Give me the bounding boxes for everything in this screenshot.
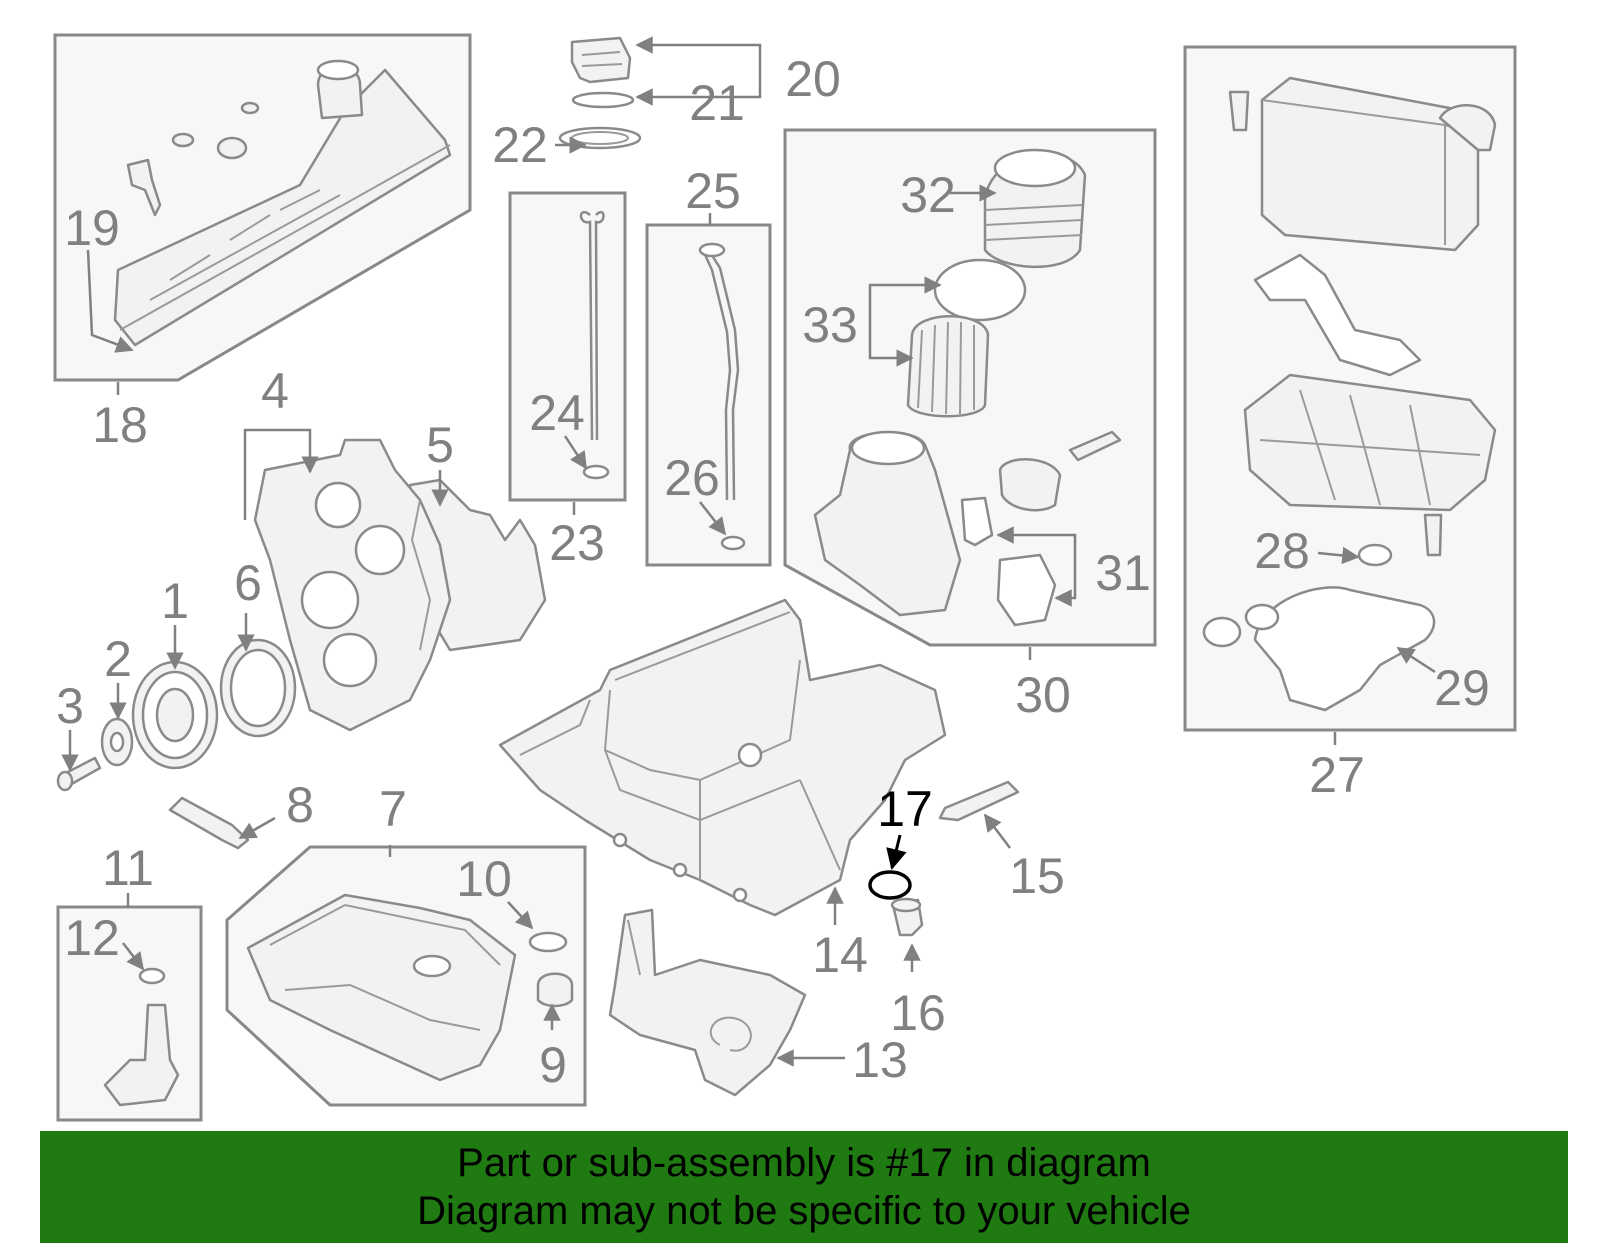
oil-cooler: [1260, 76, 1480, 252]
callout-20: 20: [785, 51, 841, 107]
cooler-gasket: [1253, 253, 1422, 377]
valve-cover-group: [53, 33, 472, 382]
callout-24: 24: [529, 385, 585, 441]
callout-23: 23: [549, 515, 605, 571]
cap-seal-21: [571, 91, 635, 109]
plug-9: [536, 972, 574, 1008]
callout-33: 33: [802, 297, 858, 353]
part-info-banner: Part or sub-assembly is #17 in diagram D…: [40, 1131, 1568, 1243]
callout-31: 31: [1095, 545, 1151, 601]
callout-12: 12: [64, 910, 120, 966]
cooler-pipe: [1438, 104, 1497, 152]
callout-8: 8: [286, 777, 314, 833]
oil-filler-cap: [570, 36, 632, 84]
callout-14: 14: [812, 927, 868, 983]
timing-cover-group: [253, 438, 547, 732]
callout-3: 3: [56, 678, 84, 734]
callout-4: 4: [261, 363, 289, 419]
oil-level-sensor: [103, 1003, 180, 1107]
tube-seal: [720, 535, 746, 551]
callout-18: 18: [92, 397, 148, 453]
dipstick-group: [508, 191, 627, 502]
sealant-tube-15: [938, 780, 1020, 822]
oil-cooler-group: [1183, 45, 1517, 732]
callout-26: 26: [664, 450, 720, 506]
callout-16: 16: [890, 985, 946, 1041]
callout-29: 29: [1434, 660, 1490, 716]
upper-oil-pan-group: [498, 598, 947, 917]
callout-28: 28: [1254, 523, 1310, 579]
filter-o-ring: [933, 258, 1027, 322]
box-25: [645, 223, 772, 567]
dipstick-tube-group: [645, 223, 772, 567]
callout-30: 30: [1015, 667, 1071, 723]
callout-1: 1: [161, 573, 189, 629]
seal-10: [528, 931, 568, 953]
bolt-31: [1068, 430, 1122, 462]
callout-15: 15: [1009, 848, 1065, 904]
bolt-27b: [1423, 513, 1443, 557]
oil-module: [1243, 373, 1497, 512]
callout-13: 13: [852, 1032, 908, 1088]
seal-28: [1357, 543, 1393, 567]
dipstick-tube: [700, 247, 740, 501]
filler-cap-group: [558, 36, 642, 150]
parts-diagram: 1 2 3 4 5 6 7 8 9 10 11 12 13 14 15 16 1…: [53, 33, 1517, 1122]
box-23: [508, 191, 627, 502]
pulley-group: [56, 638, 297, 792]
seal-12: [138, 967, 166, 985]
callout-25: 25: [685, 163, 741, 219]
banner-line-2: Diagram may not be specific to your vehi…: [417, 1189, 1191, 1233]
callout-17: 17: [877, 781, 933, 837]
bolt-27a: [1228, 90, 1250, 132]
callout-10: 10: [456, 851, 512, 907]
callout-7: 7: [379, 781, 407, 837]
leader-lines: [61, 36, 1436, 1067]
callout-labels: 1 2 3 4 5 6 7 8 9 10 11 12 13 14 15 16 1…: [56, 51, 1490, 1093]
callout-19: 19: [64, 200, 120, 256]
callout-21: 21: [689, 75, 745, 131]
dipstick: [579, 211, 605, 441]
callout-22: 22: [492, 117, 548, 173]
oil-baffle-13: [608, 908, 807, 1097]
oil-filter-group: [783, 128, 1157, 647]
gasket-29: [1253, 586, 1436, 712]
banner-line-1: Part or sub-assembly is #17 in diagram: [457, 1141, 1151, 1185]
callout-6: 6: [234, 555, 262, 611]
lower-oil-pan: [246, 893, 517, 1082]
callout-9: 9: [539, 1037, 567, 1093]
dipstick-seal: [582, 464, 610, 480]
callout-11: 11: [102, 840, 154, 896]
upper-oil-pan: [498, 598, 947, 917]
lower-oil-pan-group: [225, 845, 587, 1107]
callout-32: 32: [900, 167, 956, 223]
level-sensor-group: [56, 905, 203, 1122]
o-ring-17: [868, 870, 912, 900]
callout-5: 5: [426, 417, 454, 473]
callout-27: 27: [1309, 747, 1365, 803]
gasket-31b: [996, 553, 1057, 627]
sealant-tube-8: [168, 796, 250, 850]
gasket-31a: [960, 496, 994, 547]
thermostat: [998, 458, 1062, 512]
callout-2: 2: [104, 631, 132, 687]
sensor-19: [126, 158, 162, 217]
